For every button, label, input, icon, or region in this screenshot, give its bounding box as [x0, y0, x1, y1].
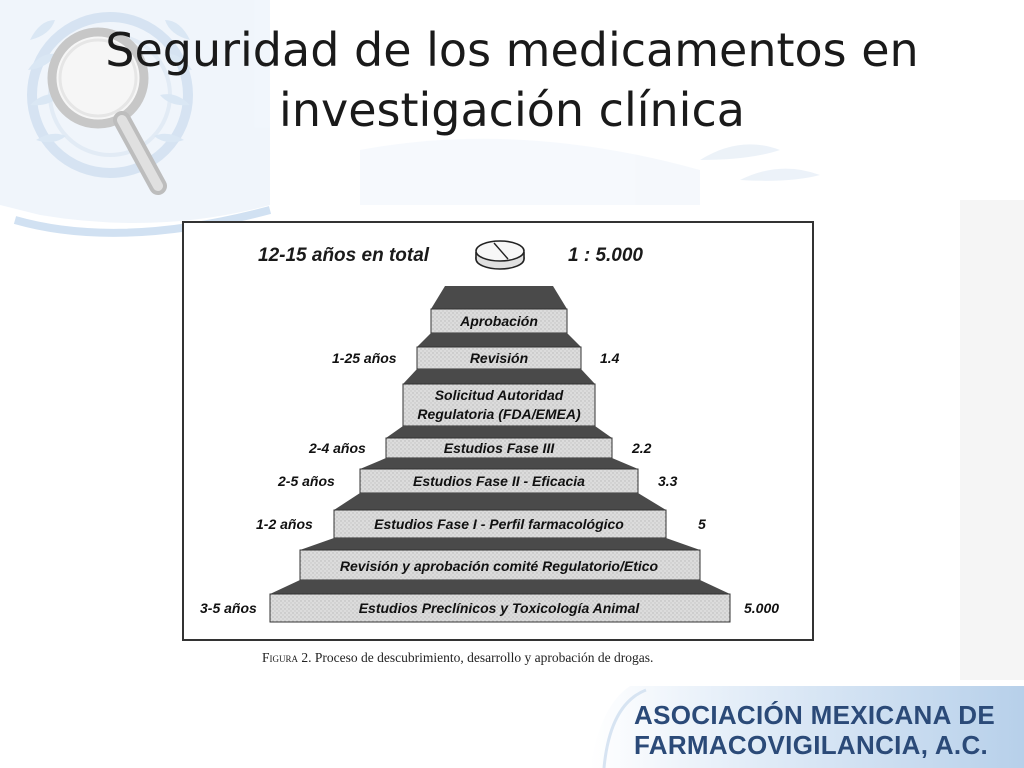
step-label: Aprobación — [459, 313, 538, 329]
step-label: Estudios Fase III — [444, 440, 556, 456]
step-count-label: 2.2 — [631, 440, 652, 456]
step-count-label: 5 — [698, 516, 706, 532]
step-count-label: 1.4 — [600, 350, 620, 366]
organization-name: ASOCIACIÓN MEXICANA DE FARMACOVIGILANCIA… — [634, 700, 1014, 760]
title-band-decoration — [360, 138, 820, 205]
pyramid-step-fase-i: Estudios Fase I - Perfil farmacológico — [333, 509, 667, 539]
organization-name-line1: ASOCIACIÓN MEXICANA DE — [634, 700, 995, 730]
step-label: Revisión y aprobación comité Regulatorio… — [340, 558, 659, 574]
slide-title-line2: investigación clínica — [279, 83, 745, 137]
step-label: Estudios Fase I - Perfil farmacológico — [374, 516, 624, 532]
pyramid-step-fase-iii: Estudios Fase III — [385, 437, 613, 459]
step-count-label: 3.3 — [658, 473, 678, 489]
step-label-line1: Solicitud Autoridad — [435, 387, 564, 403]
pyramid-step-solicitud-autoridad: Solicitud Autoridad Regulatoria (FDA/EME… — [402, 383, 596, 427]
figure-caption-text: Proceso de descubrimiento, desarrollo y … — [311, 650, 654, 665]
organization-banner — [590, 686, 1024, 768]
figure-caption-label: Figura 2. — [262, 650, 312, 665]
pyramid-step-comite-regulatorio: Revisión y aprobación comité Regulatorio… — [299, 549, 701, 581]
step-label: Estudios Preclínicos y Toxicología Anima… — [359, 600, 641, 616]
pyramid-step-aprobacion: Aprobación — [430, 308, 568, 334]
step-duration-label: 2-4 años — [308, 440, 366, 456]
pyramid-step-fase-ii: Estudios Fase II - Eficacia — [359, 468, 639, 494]
pyramid-apex — [431, 286, 567, 309]
slide-title: Seguridad de los medicamentos en investi… — [40, 20, 984, 140]
figure-caption: Figura 2. Proceso de descubrimiento, des… — [262, 650, 782, 666]
step-duration-label: 1-25 años — [332, 350, 397, 366]
slide-title-line1: Seguridad de los medicamentos en — [105, 23, 919, 77]
pyramid-step-preclinicos: Estudios Preclínicos y Toxicología Anima… — [269, 593, 731, 623]
step-duration-label: 3-5 años — [200, 600, 257, 616]
pyramid-step-revision: Revisión — [416, 346, 582, 370]
success-ratio-label: 1 : 5.000 — [568, 245, 643, 266]
magnifying-glass-decoration — [47, 27, 167, 195]
step-label: Estudios Fase II - Eficacia — [413, 473, 585, 489]
pill-icon — [475, 240, 525, 270]
organization-name-line2: FARMACOVIGILANCIA, A.C. — [634, 730, 989, 760]
step-duration-label: 2-5 años — [277, 473, 335, 489]
total-duration-label: 12-15 años en total — [258, 245, 430, 266]
step-duration-label: 1-2 años — [256, 516, 313, 532]
step-label-line2: Regulatoria (FDA/EMEA) — [417, 406, 581, 422]
step-label: Revisión — [470, 350, 528, 366]
step-count-label: 5.000 — [744, 600, 779, 616]
